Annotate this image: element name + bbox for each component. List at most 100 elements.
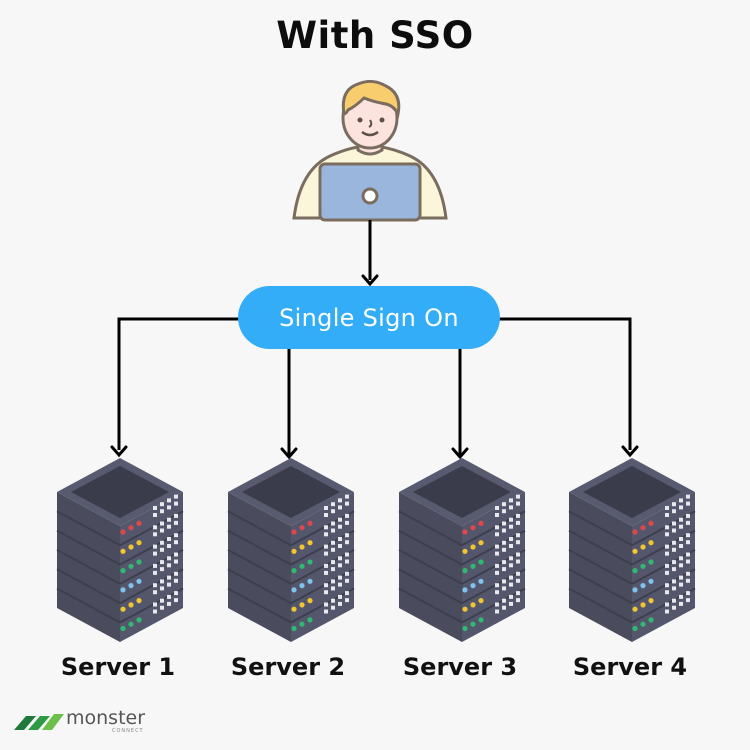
vent-slot xyxy=(502,579,506,584)
vent-slot xyxy=(686,533,690,538)
vent-slot xyxy=(672,579,676,584)
vent-slot xyxy=(167,517,171,522)
vent-slot xyxy=(665,532,669,537)
status-led xyxy=(462,606,468,612)
vent-slot xyxy=(672,509,676,514)
status-led xyxy=(299,621,305,627)
vent-slot xyxy=(679,498,683,503)
vent-slot xyxy=(665,506,669,510)
vent-slot xyxy=(324,590,328,595)
vent-slot xyxy=(167,594,171,599)
vent-slot xyxy=(174,513,178,518)
server-rack-icon xyxy=(56,458,184,642)
server-rack-icon xyxy=(398,458,526,642)
vent-slot xyxy=(516,591,520,596)
vent-slot xyxy=(516,559,520,564)
status-led xyxy=(648,559,654,565)
arrowhead xyxy=(280,447,298,460)
vent-slot xyxy=(167,524,171,529)
status-led xyxy=(291,529,297,535)
arrowhead xyxy=(110,445,128,458)
vent-slot xyxy=(686,494,690,499)
vent-slot xyxy=(502,586,506,591)
vent-slot xyxy=(324,506,328,510)
vent-slot xyxy=(665,570,669,575)
vent-slot xyxy=(174,559,178,564)
vent-slot xyxy=(502,605,506,610)
status-led xyxy=(632,529,638,535)
user-with-laptop-icon xyxy=(292,80,448,222)
vent-slot xyxy=(153,563,157,568)
sso-label: Single Sign On xyxy=(279,303,459,332)
vent-slot xyxy=(502,540,506,545)
vent-slot xyxy=(153,544,157,549)
status-led xyxy=(120,548,126,554)
vent-slot xyxy=(331,521,335,526)
status-led xyxy=(128,544,134,550)
vent-slot xyxy=(665,583,669,588)
vent-slot xyxy=(338,575,342,580)
vent-slot xyxy=(153,551,157,556)
vent-slot xyxy=(153,532,157,537)
vent-slot xyxy=(345,552,349,557)
vent-slot xyxy=(686,540,690,545)
vent-slot xyxy=(509,517,513,522)
vent-slot xyxy=(160,521,164,526)
vent-slot xyxy=(672,521,676,526)
server-rack-icon xyxy=(227,458,355,642)
status-led xyxy=(640,583,646,589)
vent-slot xyxy=(509,498,513,503)
vent-slot xyxy=(331,586,335,591)
vent-slot xyxy=(153,506,157,510)
logo-text: monster xyxy=(66,707,146,729)
vent-slot xyxy=(686,598,690,603)
vent-slot xyxy=(516,513,520,518)
status-led xyxy=(632,568,638,574)
vent-slot xyxy=(153,525,157,530)
status-led xyxy=(478,578,484,584)
vent-slot xyxy=(495,590,499,595)
status-led xyxy=(462,625,468,632)
status-led xyxy=(307,540,313,546)
vent-slot xyxy=(686,571,690,576)
status-led xyxy=(307,520,313,526)
vent-slot xyxy=(167,505,171,510)
status-led xyxy=(291,568,297,574)
vent-slot xyxy=(153,513,157,517)
vent-slot xyxy=(665,563,669,568)
arrowhead xyxy=(621,445,639,458)
vent-slot xyxy=(665,590,669,595)
vent-slot xyxy=(665,525,669,530)
status-led xyxy=(648,598,654,604)
vent-slot xyxy=(174,501,178,506)
status-led xyxy=(299,525,305,531)
vent-slot xyxy=(338,601,342,606)
vent-slot xyxy=(665,602,669,607)
vent-slot xyxy=(160,547,164,552)
status-led xyxy=(632,587,638,593)
vent-slot xyxy=(324,525,328,530)
status-led xyxy=(136,578,142,584)
page-title: With SSO xyxy=(276,14,474,57)
vent-slot xyxy=(345,559,349,564)
vent-slot xyxy=(167,563,171,568)
vent-slot xyxy=(495,583,499,588)
vent-slot xyxy=(502,560,506,565)
vent-slot xyxy=(338,594,342,599)
vent-slot xyxy=(686,501,690,506)
status-led xyxy=(478,559,484,565)
vent-slot xyxy=(509,524,513,529)
vent-slot xyxy=(331,579,335,584)
arrowhead xyxy=(361,274,379,287)
vent-slot xyxy=(345,513,349,518)
vent-slot xyxy=(174,578,178,583)
status-led xyxy=(470,621,476,627)
status-led xyxy=(470,583,476,589)
status-led xyxy=(470,563,476,569)
status-led xyxy=(136,520,142,526)
server-label: Server 2 xyxy=(230,653,346,681)
vent-slot xyxy=(331,509,335,514)
vent-slot xyxy=(338,556,342,561)
status-led xyxy=(307,559,313,565)
server-label: Server 1 xyxy=(60,653,176,681)
